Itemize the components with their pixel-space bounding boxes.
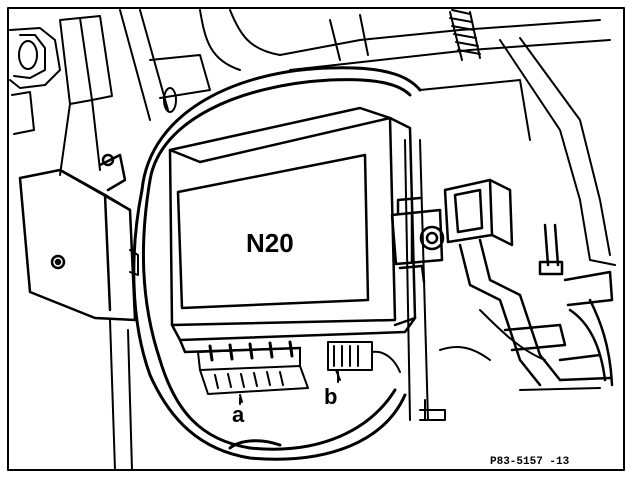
figure-frame: [7, 7, 625, 471]
component-label-n20: N20: [246, 228, 294, 258]
figure-reference: P83-5157 -13: [490, 456, 570, 468]
connector-a: [197, 340, 309, 403]
callout-a: a: [232, 402, 245, 427]
coil-spring: [449, 9, 481, 55]
cable-harness: [132, 66, 422, 461]
lower-linkage-curves: [439, 309, 601, 391]
callout-b: b: [324, 384, 337, 409]
vertical-rod: [404, 139, 446, 421]
mounting-clamp: [390, 196, 445, 284]
right-linkage: [443, 178, 614, 387]
connector-b: [327, 341, 401, 381]
upper-frame-structure: [119, 9, 616, 266]
left-upper-mechanism: [9, 15, 113, 176]
control-module-n20: [168, 106, 417, 354]
left-bracket: [18, 153, 137, 322]
